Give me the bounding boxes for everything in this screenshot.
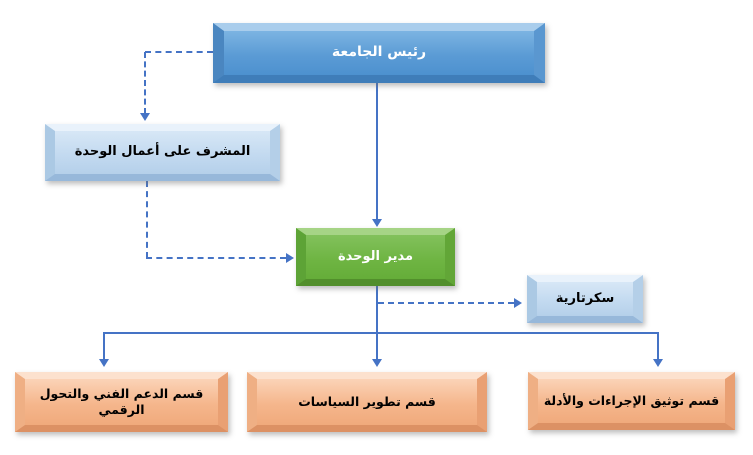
node-dept-tech-support-digital-label: قسم الدعم الفني والتحول الرقمي [39,386,204,417]
arrowhead-dept-docs [653,359,663,367]
node-unit-manager: مدير الوحدة [296,228,455,286]
arrowhead-manager-left [286,253,294,263]
node-university-president: رئيس الجامعة [213,23,545,83]
node-unit-supervisor: المشرف على أعمال الوحدة [45,124,280,181]
node-secretariat: سكرتارية [527,275,643,323]
arrowhead-dept-policy [372,359,382,367]
connector-rail [104,332,658,334]
connector-manager-secretariat [378,302,514,304]
node-dept-policy-development-label: قسم تطوير السياسات [298,394,436,410]
node-dept-procedures-manuals-label: قسم توثيق الإجراءات والأدلة [543,393,720,409]
arrowhead-dept-digital [99,359,109,367]
node-dept-policy-development: قسم تطوير السياسات [247,372,487,432]
connector-president-manager [376,83,378,221]
connector-president-supervisor-v [144,52,146,114]
node-dept-procedures-manuals: قسم توثيق الإجراءات والأدلة [528,372,735,430]
connector-manager-trunk [376,286,378,361]
connector-supervisor-manager-h [146,257,286,259]
node-university-president-label: رئيس الجامعة [331,44,427,61]
connector-president-supervisor-h [145,51,213,53]
connector-rail-left-drop [103,332,105,360]
connector-rail-right-drop [657,332,659,360]
connector-supervisor-manager-v [146,181,148,258]
node-unit-supervisor-label: المشرف على أعمال الوحدة [74,144,251,160]
node-dept-tech-support-digital: قسم الدعم الفني والتحول الرقمي [15,372,228,432]
arrowhead-manager-top [372,219,382,227]
node-secretariat-label: سكرتارية [555,290,615,306]
arrowhead-supervisor [140,113,150,121]
arrowhead-secretariat [514,298,522,308]
node-unit-manager-label: مدير الوحدة [337,248,414,264]
